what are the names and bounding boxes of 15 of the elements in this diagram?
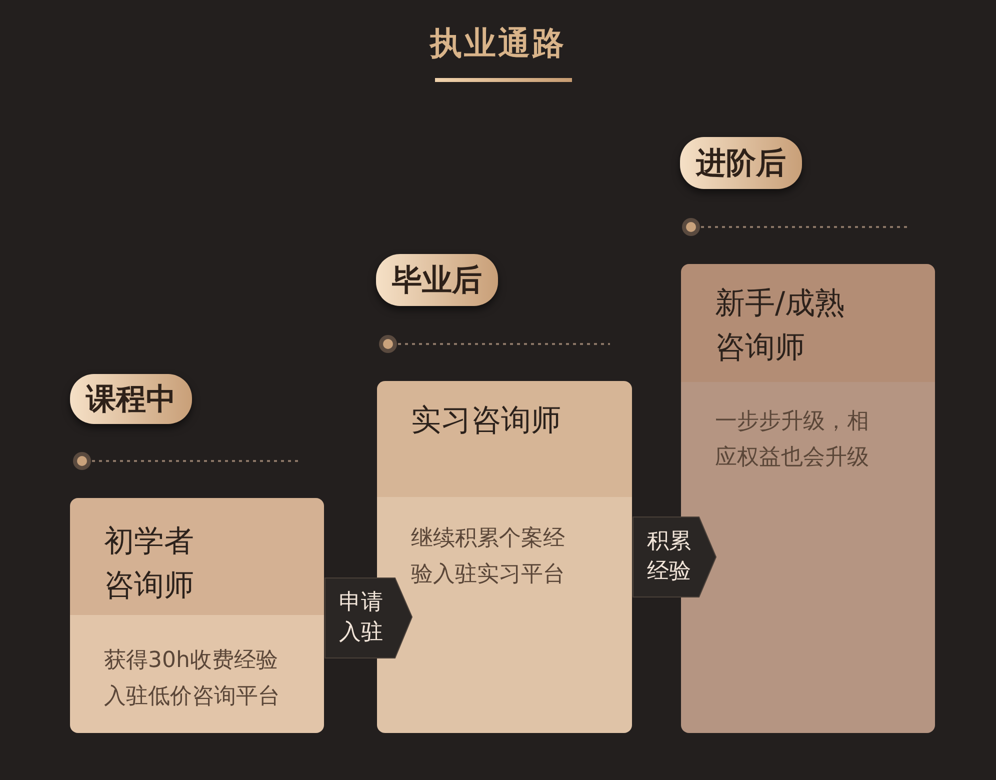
chevron-arrow: [324, 578, 413, 658]
card-text: 继续积累个案经验入驻实习平台: [411, 525, 566, 589]
stage-tag: 课程中: [70, 374, 192, 424]
stage-tag: 毕业后: [376, 254, 498, 306]
card-text: 获得30h收费经验入驻低价咨询平台: [104, 647, 281, 711]
stage-tag: 进阶后: [680, 137, 802, 189]
title: 执业通路: [428, 23, 567, 64]
chevron-arrow: [632, 516, 717, 598]
card-heading: 新手/成熟咨询师: [715, 285, 846, 367]
stage-card: [70, 498, 324, 733]
edge-label: 申请入驻: [339, 589, 384, 647]
card-heading: 初学者咨询师: [104, 523, 195, 605]
card-text: 一步步升级，相应权益也会升级: [715, 408, 870, 472]
card-heading: 实习咨询师: [411, 402, 562, 440]
edge-label: 积累经验: [647, 528, 692, 586]
